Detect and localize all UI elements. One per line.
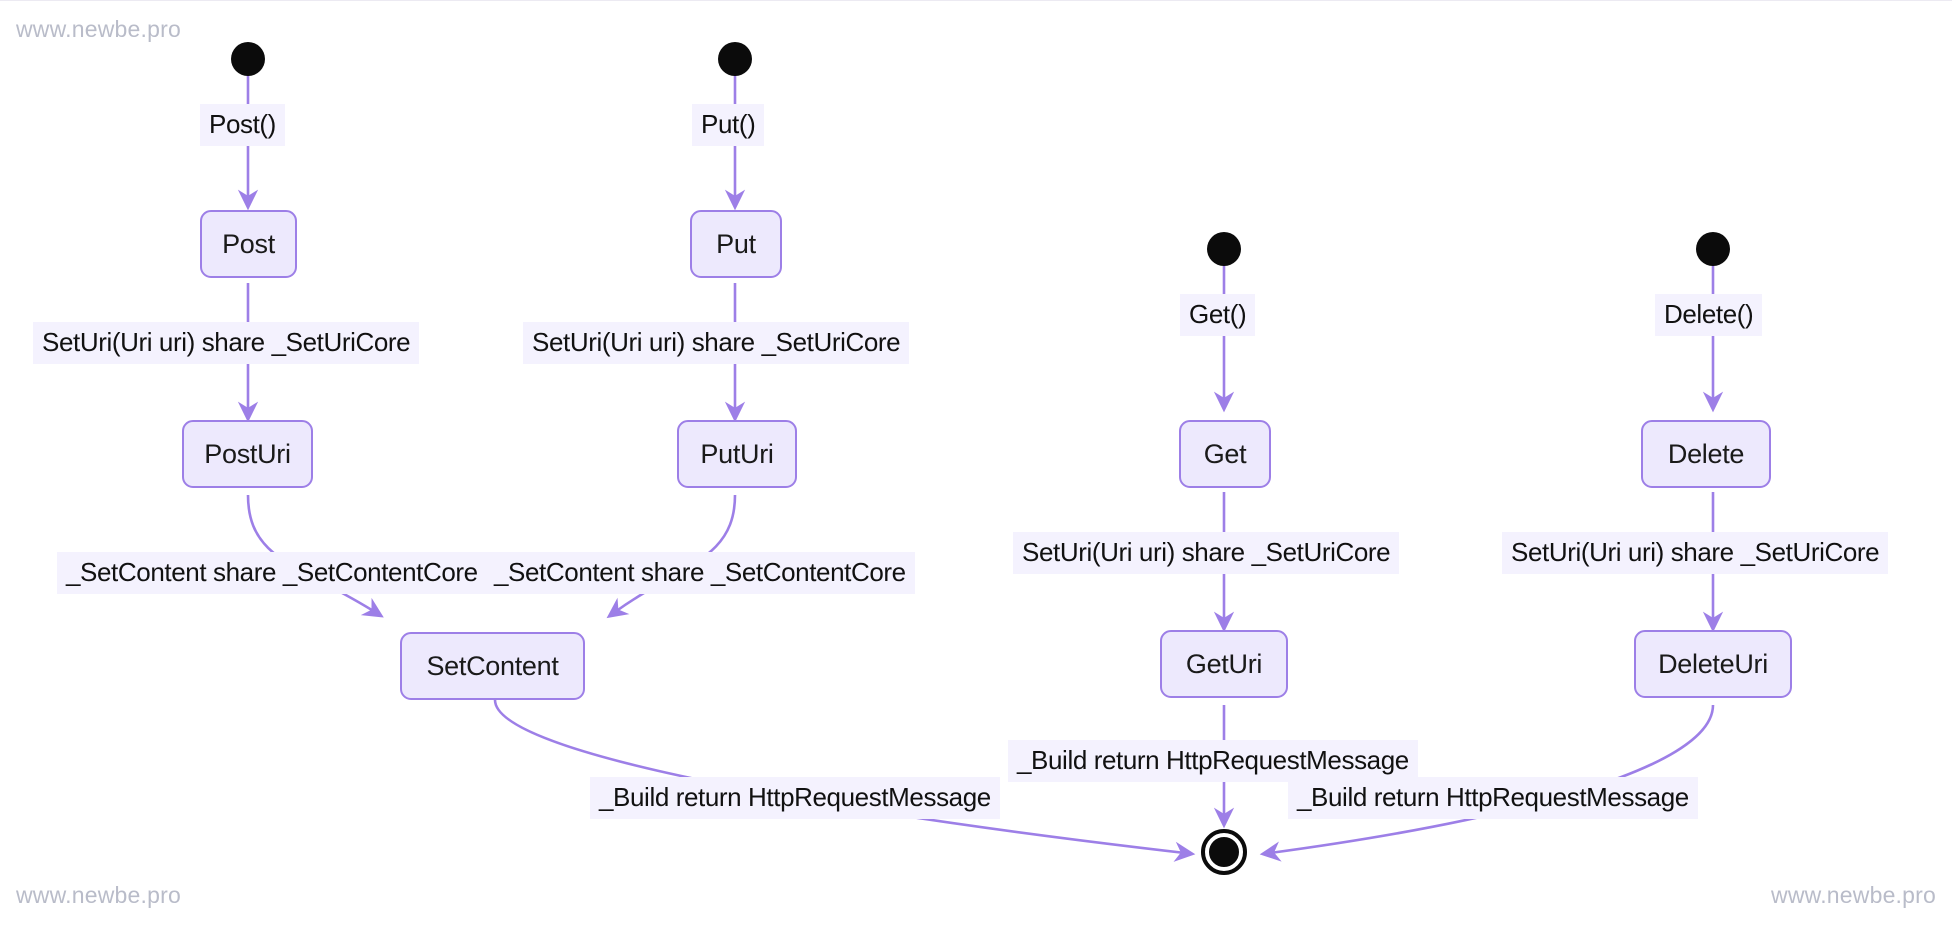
state-node-puturi[interactable]: PutUri [677,420,797,488]
state-node-geturi[interactable]: GetUri [1160,630,1288,698]
state-node-get[interactable]: Get [1179,420,1271,488]
edge-label-post-call: Post() [200,104,285,146]
edge-label-build-geturi: _Build return HttpRequestMessage [1008,740,1418,782]
start-node-put [718,42,752,76]
state-node-post[interactable]: Post [200,210,297,278]
state-node-posturi[interactable]: PostUri [182,420,313,488]
state-node-delete[interactable]: Delete [1641,420,1771,488]
edge-label-setcontent-put: _SetContent share _SetContentCore [485,552,915,594]
edge-label-seturi-put: SetUri(Uri uri) share _SetUriCore [523,322,910,364]
watermark-top-left: www.newbe.pro [16,16,181,42]
edge-label-put-call: Put() [692,104,765,146]
start-node-delete [1696,232,1730,266]
edge-label-get-call: Get() [1180,294,1256,336]
edge-label-seturi-delete: SetUri(Uri uri) share _SetUriCore [1502,532,1889,574]
edge-label-seturi-post: SetUri(Uri uri) share _SetUriCore [33,322,420,364]
watermark-bottom-left: www.newbe.pro [16,882,181,908]
edge-label-build-setcontent: _Build return HttpRequestMessage [590,777,1000,819]
edge-label-delete-call: Delete() [1655,294,1763,336]
edge-label-seturi-get: SetUri(Uri uri) share _SetUriCore [1013,532,1400,574]
top-divider [0,0,1952,1]
edge-label-setcontent-post: _SetContent share _SetContentCore [57,552,510,594]
state-node-deleteuri[interactable]: DeleteUri [1634,630,1792,698]
start-node-post [231,42,265,76]
edge-label-build-deleteuri: _Build return HttpRequestMessage [1288,777,1698,819]
end-node [1201,829,1247,875]
watermark-bottom-right: www.newbe.pro [1771,882,1936,908]
start-node-get [1207,232,1241,266]
state-node-put[interactable]: Put [690,210,782,278]
state-node-setcontent[interactable]: SetContent [400,632,585,700]
